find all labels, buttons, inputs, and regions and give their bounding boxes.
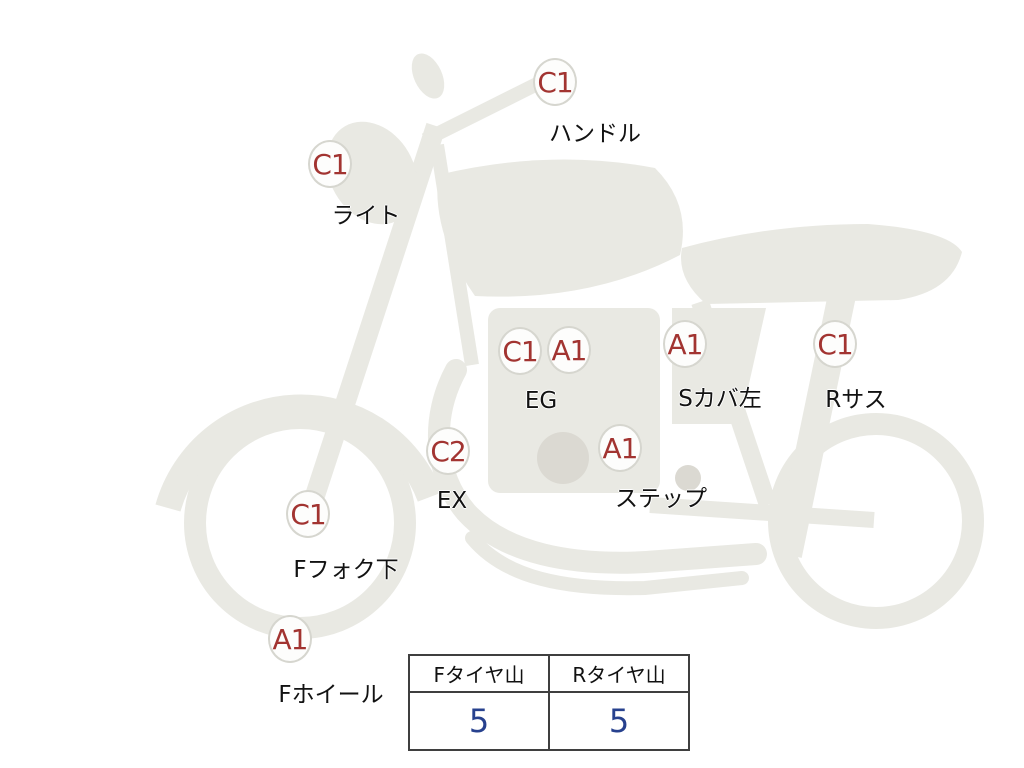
- grade-badge-light: C1: [308, 140, 352, 188]
- seat-shape: [681, 224, 962, 304]
- grade-text: C1: [312, 147, 348, 181]
- grade-text: A1: [551, 333, 588, 367]
- mirror-shape: [411, 53, 445, 99]
- part-label-rear-suspension: Rサス: [825, 387, 887, 413]
- front-tire-tread-value: 5: [408, 691, 550, 751]
- grade-text: C1: [537, 65, 573, 99]
- fuel-tank-shape: [437, 159, 683, 297]
- muffler-shape: [465, 531, 749, 596]
- grade-text: C1: [817, 327, 853, 361]
- grade-text: A1: [602, 431, 639, 465]
- part-label-side-cover-left: Sカバ左: [678, 386, 762, 412]
- tire-tread-table: Fタイヤ山 Rタイヤ山 5 5: [408, 654, 690, 751]
- grade-badge-engine-1: C1: [498, 327, 542, 375]
- part-label-exhaust: EX: [436, 488, 468, 514]
- part-label-light: ライト: [331, 203, 401, 229]
- front-tire-header: Fタイヤ山: [408, 654, 550, 693]
- rear-tire-tread-value: 5: [548, 691, 690, 751]
- grade-badge-engine-2: A1: [547, 326, 591, 374]
- step-pivot-shape: [675, 465, 701, 491]
- front-fender-shape: [155, 394, 443, 512]
- headlight-shape: [326, 121, 418, 225]
- grade-badge-front-fork-lower: C1: [286, 490, 330, 538]
- crankcase-shape: [537, 432, 589, 484]
- grade-text: A1: [272, 622, 309, 656]
- exhaust-pipe-shape: [427, 359, 767, 574]
- grade-badge-front-wheel: A1: [268, 615, 312, 663]
- grade-badge-step: A1: [598, 424, 642, 472]
- part-label-front-wheel: Fホイール: [278, 682, 384, 708]
- grade-text: C1: [502, 334, 538, 368]
- grade-text: C1: [290, 497, 326, 531]
- grade-badge-exhaust: C2: [426, 427, 470, 475]
- rear-tire-header: Rタイヤ山: [548, 654, 690, 693]
- grade-badge-side-cover-left: A1: [663, 320, 707, 368]
- swingarm-shape: [649, 497, 875, 528]
- tire-table-header-row: Fタイヤ山 Rタイヤ山: [408, 654, 690, 693]
- grade-text: C2: [430, 434, 466, 468]
- part-label-engine: EG: [524, 388, 558, 414]
- part-label-step: ステップ: [615, 486, 707, 512]
- grade-text: A1: [667, 327, 704, 361]
- part-label-front-fork-lower: Fフォク下: [293, 557, 399, 583]
- handlebar-shape: [421, 69, 557, 147]
- part-label-handlebar: ハンドル: [549, 121, 641, 147]
- grade-badge-handlebar: C1: [533, 58, 577, 106]
- grade-badge-rear-suspension: C1: [813, 320, 857, 368]
- tire-table-value-row: 5 5: [408, 691, 690, 751]
